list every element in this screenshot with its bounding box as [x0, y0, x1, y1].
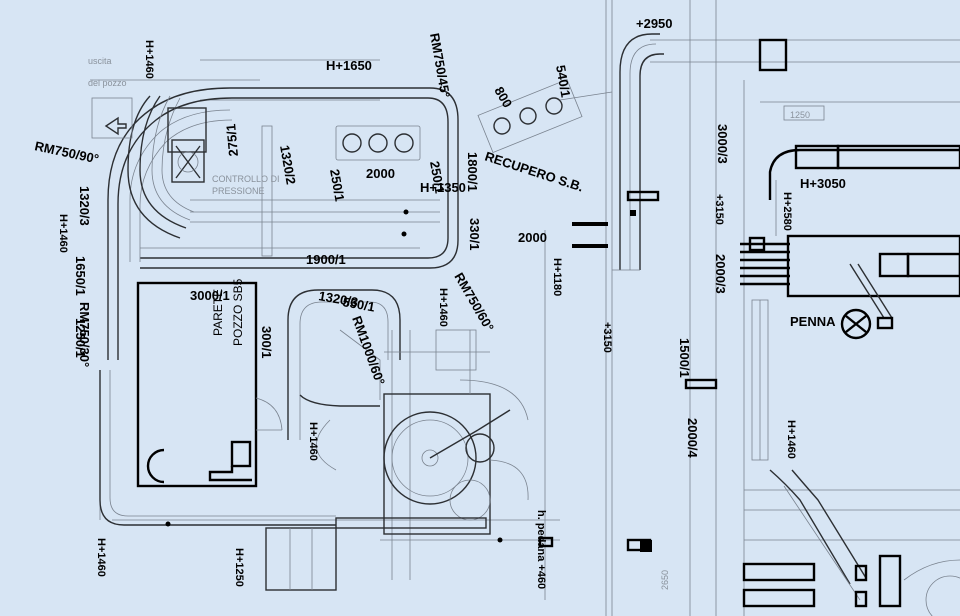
label-p1320-3b: 1320/3: [317, 288, 359, 310]
label-rm750-60: RM750/60°: [451, 270, 497, 334]
label-p550: 550/1: [341, 294, 376, 314]
label-rm750-30: RM750/30°: [77, 302, 92, 367]
label-p1320-2: 1320/2: [277, 144, 299, 186]
label-p1900: 1900/1: [306, 252, 346, 267]
label-h1250: H+1250: [233, 548, 245, 587]
label-p2000b: 2000: [518, 230, 547, 245]
vertical-duct-right: [612, 33, 825, 390]
label-h1460-b: H+1460: [57, 214, 69, 253]
note-pozzo: del pozzo: [88, 78, 127, 88]
label-h1460-d: H+1460: [307, 422, 319, 461]
note-pressione: PRESSIONE: [212, 186, 265, 196]
separator-drum: [315, 329, 529, 535]
label-p540: 540/1: [553, 64, 573, 99]
label-p3000-1: 3000/1: [190, 288, 230, 303]
label-h-pedana: h. pedana +460: [535, 510, 547, 589]
label-p1650: 1650/1: [73, 256, 88, 296]
note-controllo: CONTROLLO DI: [212, 174, 280, 184]
label-p275: 275/1: [223, 123, 241, 157]
pressure-control-unit: [91, 78, 613, 257]
label-p2000: 2000: [366, 166, 395, 181]
label-penna: PENNA: [790, 314, 836, 329]
label-p3000-3: 3000/3: [715, 124, 730, 164]
label-p800: 800: [491, 84, 515, 110]
label-parete: PARETE: [211, 289, 225, 336]
label-pozzo-sb5: POZZO SB5: [231, 278, 245, 346]
junction-markers: [165, 209, 652, 552]
label-p300: 300/1: [259, 326, 274, 359]
label-h3150b: +3150: [601, 322, 613, 353]
inlet-ducts: [740, 242, 790, 286]
label-rm750-90: RM750/90°: [33, 138, 100, 166]
bottom-conveyor: [265, 517, 652, 591]
label-p330: 330/1: [467, 218, 482, 251]
label-rm1000-60: RM1000/60°: [349, 314, 388, 387]
label-h1460-a: H+1460: [143, 40, 155, 79]
label-h2950: +2950: [636, 16, 673, 31]
label-h1460-r: H+1460: [785, 420, 797, 459]
label-h1350: H+1350: [420, 180, 466, 195]
label-h1460-e: H+1460: [95, 538, 107, 577]
label-p2000-3: 2000/3: [713, 254, 728, 294]
label-p250-1a: 250/1: [327, 168, 347, 203]
label-p1250: 1250/1: [73, 318, 88, 358]
label-h1180: H+1180: [551, 258, 563, 296]
label-p1500: 1500/1: [677, 338, 692, 378]
label-recupero: RECUPERO S.B.: [483, 149, 585, 195]
diagonal-chute: [742, 469, 960, 616]
label-p1320-3a: 1320/3: [77, 186, 92, 226]
cyclone-machine: [740, 144, 960, 461]
note-2650: 2650: [660, 570, 670, 590]
label-p2000-4: 2000/4: [685, 418, 700, 459]
label-h1650: H+1650: [326, 58, 372, 73]
label-p250-1b: 250/1: [427, 160, 447, 195]
gray-notes: uscita del pozzo CONTROLLO DI PRESSIONE …: [88, 56, 810, 590]
label-h3150: +3150: [713, 194, 725, 225]
pozzo-wall-room: [136, 281, 283, 488]
note-1250: 1250: [790, 110, 810, 120]
label-h1460-c: H+1460: [437, 288, 449, 327]
label-p1800: 1800/1: [465, 152, 480, 192]
note-uscita: uscita: [88, 56, 112, 66]
label-h2580: H+2580: [781, 192, 793, 231]
label-h3050: H+3050: [800, 176, 846, 191]
duct-upper-left: [99, 87, 459, 526]
